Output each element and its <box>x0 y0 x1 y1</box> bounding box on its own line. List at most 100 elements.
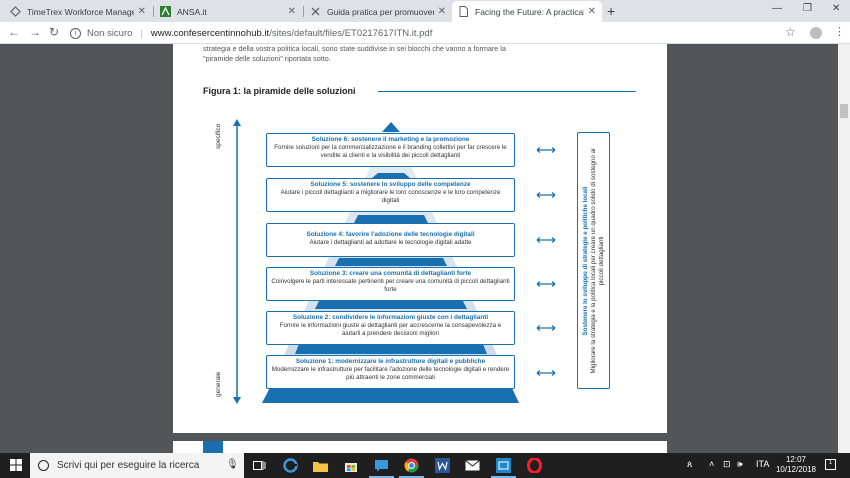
notification-count: 1 <box>828 460 833 466</box>
word-icon[interactable] <box>434 457 451 474</box>
close-window-icon[interactable]: ✕ <box>832 3 841 14</box>
pdf-next-page <box>173 441 667 453</box>
double-arrow-icon <box>536 192 556 198</box>
minimize-icon[interactable]: — <box>772 3 782 14</box>
solution-description: Aiutare i piccoli dettaglianti a miglior… <box>280 189 501 204</box>
clock[interactable]: 12:07 10/12/2018 <box>773 455 819 475</box>
solution-title: Soluzione 5: sostenere lo sviluppo delle… <box>310 181 471 188</box>
figure-title-rule <box>378 91 636 92</box>
cortana-icon <box>38 460 49 471</box>
solution-5-box: Soluzione 5: sostenere lo sviluppo delle… <box>266 178 515 212</box>
close-icon[interactable]: ✕ <box>287 6 296 17</box>
solution-title: Soluzione 1: modernizzare le infrastrutt… <box>295 358 486 365</box>
url-path: /sites/default/files/ET0217617ITN.it.pdf <box>269 27 433 39</box>
opera-icon[interactable] <box>526 457 543 474</box>
axis-label-specific: specifico <box>215 123 222 149</box>
address-separator: | <box>140 27 143 39</box>
solution-description: Fornire le informazioni giuste ai dettag… <box>279 322 502 337</box>
document-icon <box>458 6 469 17</box>
solution-description: Coinvolgere le parti interessate pertine… <box>271 278 510 293</box>
double-arrow-icon <box>536 325 556 331</box>
people-icon[interactable]: ጰ <box>687 459 693 469</box>
task-view-icon[interactable] <box>251 457 268 474</box>
close-icon[interactable]: ✕ <box>137 6 146 17</box>
info-icon[interactable]: i <box>70 27 81 39</box>
pyramid-band <box>372 173 410 178</box>
tab-separator <box>153 6 154 17</box>
taskbar-search[interactable]: Scrivi qui per eseguire la ricerca 🎙 <box>30 453 244 478</box>
network-icon[interactable]: ⊡ <box>723 459 731 469</box>
reload-icon[interactable]: ↻ <box>49 25 60 39</box>
profile-avatar[interactable] <box>810 27 822 39</box>
close-icon[interactable]: ✕ <box>437 6 446 17</box>
solution-description: Modernizzare le infrastrutture per facil… <box>271 366 510 381</box>
tab-timetrex[interactable]: TimeTrex Workforce Managemen ✕ <box>4 1 152 22</box>
back-icon[interactable]: ← <box>8 25 20 39</box>
tab-title: ANSA.it <box>177 6 207 17</box>
close-icon[interactable]: ✕ <box>587 6 596 17</box>
microphone-icon[interactable]: 🎙 <box>226 459 239 470</box>
solution-3-box: Soluzione 3: creare una comunità di dett… <box>266 267 515 301</box>
figure-title: Figura 1: la piramide delle soluzioni <box>203 86 356 96</box>
page-header-band <box>203 441 223 453</box>
restore-icon[interactable]: ❐ <box>803 3 812 14</box>
url-host: www.confesercentinnohub.it <box>150 27 270 39</box>
mail-icon[interactable] <box>464 457 481 474</box>
app-window-icon[interactable] <box>491 457 516 478</box>
browser-toolbar: ← → ↻ i Non sicuro | www.confesercentinn… <box>0 22 850 44</box>
volume-icon[interactable]: 🕪 <box>737 459 743 469</box>
pdf-scrollbar[interactable] <box>838 44 850 453</box>
tool-icon <box>310 6 321 17</box>
edge-icon[interactable] <box>282 457 299 474</box>
pyramid-band <box>295 344 487 354</box>
pyramid-band <box>315 301 467 309</box>
intro-text: strategia e della vostra politica locali… <box>203 44 506 63</box>
windows-start-icon[interactable] <box>10 459 22 471</box>
pdf-viewer[interactable]: strategia e della vostra politica locali… <box>0 44 850 453</box>
double-arrow-icon <box>536 370 556 376</box>
scrollbar-thumb[interactable] <box>840 104 848 118</box>
language-indicator[interactable]: ITA <box>756 459 770 469</box>
tab-guida[interactable]: Guida pratica per promuovere la ✕ <box>304 1 452 22</box>
tab-title: TimeTrex Workforce Managemen <box>27 6 134 17</box>
tab-ansa[interactable]: ANSA.it ✕ <box>154 1 302 22</box>
search-placeholder: Scrivi qui per eseguire la ricerca <box>57 460 200 471</box>
local-strategy-box: Sostenere lo sviluppo di strategie e pol… <box>577 132 610 389</box>
local-strategy-text: Sostenere lo sviluppo di strategie e pol… <box>582 141 606 381</box>
clock-time: 12:07 <box>785 455 807 464</box>
solution-title: Soluzione 6: sostenere il marketing e la… <box>311 136 470 143</box>
axis-label-general: generale <box>215 371 222 397</box>
solution-2-box: Soluzione 2: condividere le informazioni… <box>266 311 515 345</box>
messenger-icon[interactable] <box>369 457 394 478</box>
tab-strip: TimeTrex Workforce Managemen ✕ ANSA.it ✕… <box>0 0 850 22</box>
double-arrow-icon <box>536 147 556 153</box>
solution-description: Fornire soluzioni per la commercializzaz… <box>274 144 507 159</box>
notification-icon[interactable]: 1 <box>825 459 836 470</box>
solution-4-box: Soluzione 4: favorire l'adozione delle t… <box>266 223 515 257</box>
pyramid-band <box>335 258 447 266</box>
file-explorer-icon[interactable] <box>312 457 329 474</box>
new-tab-button[interactable]: + <box>607 3 616 19</box>
menu-dots-icon[interactable]: ⋮ <box>834 26 845 38</box>
store-icon[interactable] <box>342 457 359 474</box>
solution-6-box: Soluzione 6: sostenere il marketing e la… <box>266 133 515 167</box>
solution-title: Soluzione 3: creare una comunità di dett… <box>309 270 472 277</box>
local-strategy-description: Migliorare la strategia e la politica lo… <box>589 148 605 373</box>
tab-facing-the-future[interactable]: Facing the Future: A practical gui ✕ <box>452 1 602 22</box>
timetrex-icon <box>10 6 21 17</box>
bookmark-star-icon[interactable]: ☆ <box>785 25 796 39</box>
solution-title: Soluzione 2: condividere le informazioni… <box>292 314 489 321</box>
solution-1-box: Soluzione 1: modernizzare le infrastrutt… <box>266 355 515 389</box>
solution-description: Aiutare i dettaglianti ad adottare le te… <box>309 239 472 246</box>
pyramid-base <box>262 388 519 403</box>
ansa-icon <box>160 6 171 17</box>
local-strategy-title: Sostenere lo sviluppo di strategie e pol… <box>581 186 589 335</box>
address-bar[interactable]: i Non sicuro | www.confesercentinnohub.i… <box>70 25 432 41</box>
tab-title: Guida pratica per promuovere la <box>327 6 434 17</box>
pyramid-band <box>353 215 429 225</box>
tab-title: Facing the Future: A practical gui <box>475 6 584 17</box>
forward-icon[interactable]: → <box>29 25 41 39</box>
chrome-icon[interactable] <box>399 457 424 478</box>
chevron-up-icon[interactable]: ˄ <box>709 459 715 469</box>
clock-date: 10/12/2018 <box>775 465 817 474</box>
